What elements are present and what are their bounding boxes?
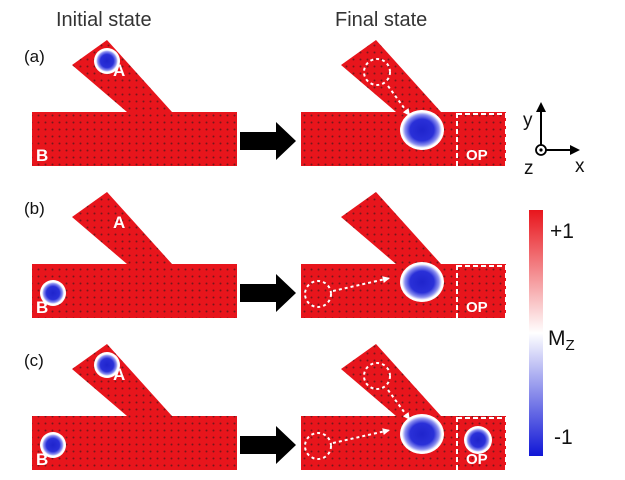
y-axis-arrowhead bbox=[536, 102, 546, 112]
colorbar-title-sub: Z bbox=[566, 337, 575, 354]
skyrmion-at-junction bbox=[402, 112, 442, 148]
output-port-label: OP bbox=[466, 451, 488, 468]
panel-label: (c) bbox=[24, 351, 44, 370]
output-port-label: OP bbox=[466, 299, 488, 316]
motion-path-from-a-head bbox=[402, 412, 410, 420]
initial-state-device: AB bbox=[32, 192, 237, 318]
skyrmion-at-b bbox=[42, 282, 64, 304]
output-port-box bbox=[456, 265, 507, 320]
output-port-label: OP bbox=[466, 147, 488, 164]
motion-path-from-b bbox=[332, 277, 391, 292]
port-a-label: A bbox=[113, 213, 125, 232]
colorbar-title-main: M bbox=[548, 327, 566, 350]
initial-magnet-spin-grid bbox=[32, 192, 237, 318]
skyrmion-at-output-edge bbox=[464, 426, 492, 454]
output-port-box bbox=[456, 417, 507, 472]
skyrmion-start-b-ghost bbox=[304, 280, 332, 308]
skyrmion-start-a-ghost bbox=[363, 362, 391, 390]
initial-magnet-spin-grid bbox=[32, 40, 237, 166]
motion-path-from-b bbox=[332, 429, 391, 444]
colorbar-max-label: +1 bbox=[550, 220, 574, 243]
skyrmion-at-b-edge bbox=[40, 280, 66, 306]
initial-magnet-spin-grid bbox=[32, 344, 237, 470]
skyrmion-at-b bbox=[42, 434, 64, 456]
port-a-label: A bbox=[113, 61, 125, 80]
port-a-label: A bbox=[113, 365, 125, 384]
port-b-label: B bbox=[36, 298, 48, 317]
z-axis-label: z bbox=[524, 158, 534, 179]
port-b-label: B bbox=[36, 146, 48, 165]
x-axis-label: x bbox=[575, 156, 585, 177]
motion-path-from-b-head bbox=[382, 428, 390, 435]
skyrmion-at-junction-edge bbox=[400, 414, 444, 454]
skyrmion-at-a bbox=[96, 50, 118, 72]
panel-label: (b) bbox=[24, 199, 45, 218]
skyrmion-at-junction bbox=[402, 416, 442, 452]
initial-state-device: AB bbox=[32, 344, 237, 470]
transition-arrow bbox=[240, 274, 296, 312]
skyrmion-start-a-ghost bbox=[363, 58, 391, 86]
port-b-label: B bbox=[36, 450, 48, 469]
x-axis-arrowhead bbox=[570, 145, 580, 155]
motion-path-from-a-head bbox=[402, 108, 410, 116]
initial-state-header: Initial state bbox=[56, 9, 152, 31]
coordinate-axes: y x z bbox=[523, 102, 585, 179]
motion-path-from-b-head bbox=[382, 276, 390, 283]
skyrmion-at-junction-edge bbox=[400, 262, 444, 302]
final-state-header: Final state bbox=[335, 9, 427, 31]
skyrmion-at-a bbox=[96, 354, 118, 376]
final-magnet-spin-grid bbox=[301, 40, 506, 166]
colorbar-min-label: -1 bbox=[554, 426, 573, 449]
skyrmion-at-junction-edge bbox=[400, 110, 444, 150]
z-axis-dot bbox=[539, 148, 543, 152]
final-state-device: OP bbox=[301, 192, 507, 320]
panel-label: (a) bbox=[24, 47, 45, 66]
skyrmion-at-a-edge bbox=[94, 48, 120, 74]
skyrmion-at-junction bbox=[402, 264, 442, 300]
transition-arrow bbox=[240, 426, 296, 464]
skyrmion-at-a-edge bbox=[94, 352, 120, 378]
skyrmion-start-b-ghost bbox=[304, 432, 332, 460]
initial-state-device: AB bbox=[32, 40, 237, 166]
final-state-device: OP bbox=[301, 344, 507, 472]
transition-arrow bbox=[240, 122, 296, 160]
skyrmion-at-output bbox=[466, 428, 490, 452]
y-axis-label: y bbox=[523, 110, 533, 131]
final-state-device: OP bbox=[301, 40, 507, 168]
colorbar: +1 MZ -1 bbox=[529, 210, 575, 456]
skyrmion-at-b-edge bbox=[40, 432, 66, 458]
colorbar-gradient bbox=[529, 210, 543, 456]
output-port-box bbox=[456, 113, 507, 168]
colorbar-title: MZ bbox=[548, 327, 575, 354]
